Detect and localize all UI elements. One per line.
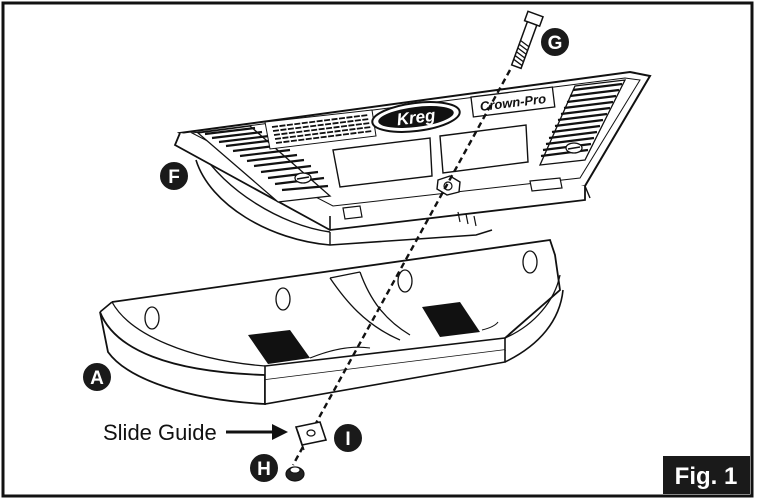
base-hole-1 [144, 306, 160, 330]
plate-tab-right [529, 177, 563, 192]
figure-label: Fig. 1 [663, 456, 750, 494]
top-plate-f: Kreg Crown-Pro [173, 70, 652, 246]
base-hole-2 [275, 287, 291, 311]
slide-guide-part [294, 421, 328, 451]
assembly-axis [291, 69, 512, 466]
callout-h: H [248, 452, 280, 484]
figure-label-text: Fig. 1 [675, 463, 738, 490]
callout-i: I [332, 422, 364, 454]
slide-guide-arrow [226, 424, 288, 440]
base-pad-left [248, 330, 310, 364]
base-pad-right [422, 302, 480, 337]
callout-g: G [539, 26, 571, 58]
kreg-logo: Kreg [371, 101, 461, 133]
logo-text: Kreg [396, 106, 437, 130]
slide-guide-label: Slide Guide [103, 420, 217, 445]
warning-decal [264, 109, 377, 150]
callout-g-label: G [548, 33, 563, 54]
callout-f-label: F [168, 167, 180, 188]
plate-nut [436, 175, 461, 196]
callout-f: F [158, 160, 190, 192]
base-hole-4 [522, 250, 538, 274]
nut-h [285, 466, 305, 482]
pad-screw-left [294, 172, 312, 184]
bolt-g [510, 10, 544, 70]
base-hole-3 [397, 269, 413, 293]
plate-window-left [332, 137, 433, 188]
pad-screw-right [565, 142, 583, 154]
base-a [99, 239, 564, 405]
callout-h-label: H [257, 459, 271, 480]
callout-i-label: I [345, 429, 350, 450]
callout-a-label: A [90, 368, 104, 389]
plate-window-right [439, 124, 529, 174]
callout-a: A [81, 361, 113, 393]
plate-tab-left [342, 205, 363, 220]
